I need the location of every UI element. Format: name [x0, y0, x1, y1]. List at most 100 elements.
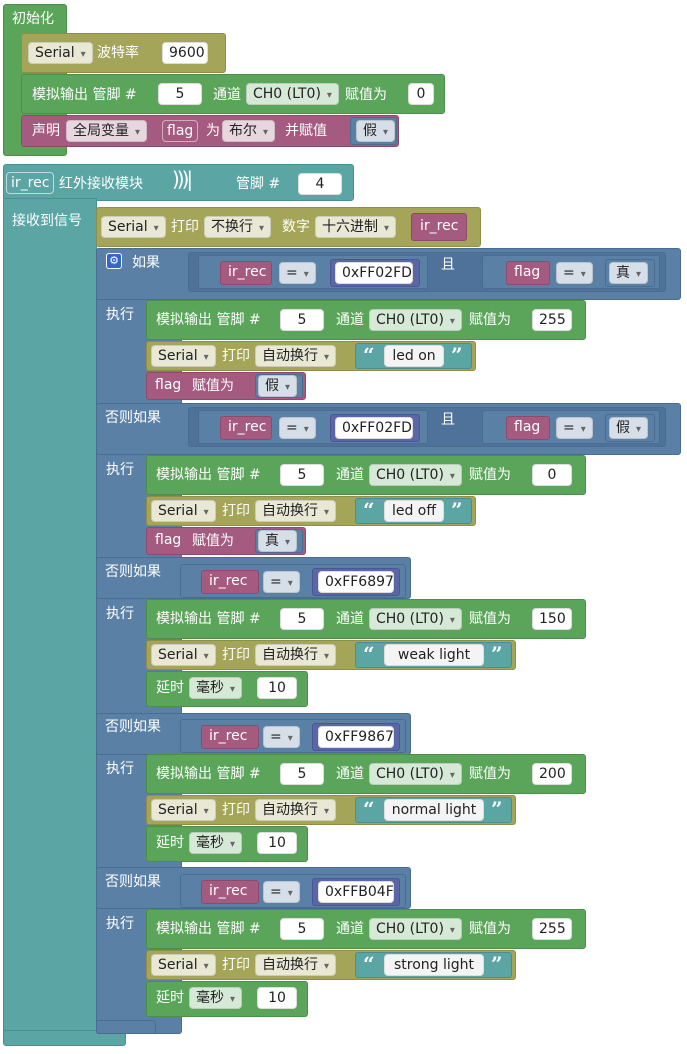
bool-dropdown[interactable]: 假 [356, 120, 396, 142]
ir-var-block[interactable] [411, 213, 467, 241]
ir-var-field: ir_rec [420, 218, 459, 234]
newline-dropdown[interactable]: 不换行 [204, 216, 272, 238]
ir-var-block[interactable] [201, 570, 259, 594]
pin-input[interactable]: 5 [280, 309, 324, 331]
newline-dropdown[interactable]: 自动换行 [255, 799, 337, 821]
eq-dropdown[interactable]: = [556, 417, 593, 439]
delay-unit-dropdown[interactable]: 毫秒 [189, 987, 243, 1009]
eq-dropdown[interactable]: = [263, 571, 300, 593]
assign-label: 赋值为 [469, 312, 511, 328]
eq-dropdown[interactable]: = [556, 262, 593, 284]
open-quote-icon: “ [363, 343, 375, 367]
text-input[interactable]: led on [384, 345, 444, 367]
recv-label: 接收到信号 [12, 213, 82, 229]
var-name-field[interactable]: flag [162, 120, 199, 142]
pin-input[interactable]: 5 [280, 464, 324, 486]
serial-dropdown[interactable]: Serial [28, 42, 93, 64]
analog-write-block[interactable] [146, 909, 586, 949]
serial-dropdown[interactable]: Serial [151, 954, 216, 976]
eq-dropdown[interactable]: = [263, 726, 300, 748]
ir-wave-icon: )))| [172, 167, 193, 191]
pin-input[interactable]: 5 [280, 918, 324, 940]
baud-input[interactable]: 9600 [162, 42, 208, 64]
newline-dropdown[interactable]: 自动换行 [255, 500, 337, 522]
channel-dropdown[interactable]: CH0 (LT0) [369, 309, 462, 331]
value-input[interactable]: 0 [532, 464, 572, 486]
text-input[interactable]: weak light [384, 644, 484, 666]
if-label: 如果 [132, 255, 160, 271]
channel-dropdown[interactable]: CH0 (LT0) [369, 464, 462, 486]
channel-dropdown[interactable]: CH0 (LT0) [369, 763, 462, 785]
analog-write-block[interactable] [146, 455, 586, 495]
delay-input[interactable]: 10 [257, 987, 297, 1009]
print-label: 打印 [222, 957, 250, 973]
text-input[interactable]: normal light [384, 799, 484, 821]
eq-dropdown[interactable]: = [279, 262, 316, 284]
analog-write-setup-block[interactable] [21, 74, 445, 114]
bool-dropdown[interactable]: 真 [609, 262, 649, 284]
channel-dropdown[interactable]: CH0 (LT0) [369, 918, 462, 940]
newline-dropdown[interactable]: 自动换行 [255, 954, 337, 976]
channel-dropdown[interactable]: CH0 (LT0) [246, 83, 339, 105]
ir-receive-block[interactable] [3, 164, 354, 201]
value-input[interactable]: 255 [532, 918, 572, 940]
hex-input[interactable]: 0xFF9867 [318, 726, 394, 748]
flag-var-block[interactable] [506, 261, 550, 285]
and-label: 且 [441, 257, 455, 273]
eq-dropdown[interactable]: = [279, 417, 316, 439]
delay-input[interactable]: 10 [257, 832, 297, 854]
serial-dropdown[interactable]: Serial [151, 345, 216, 367]
value-input[interactable]: 150 [532, 608, 572, 630]
pin-input[interactable]: 5 [158, 83, 202, 105]
channel-label: 通道 [336, 921, 364, 937]
hex-input[interactable]: 0xFF02FD [335, 262, 413, 284]
flag-var-field[interactable]: flag [155, 532, 182, 548]
analog-write-label: 模拟输出 管脚 # [156, 312, 261, 328]
bool-dropdown[interactable]: 假 [258, 375, 298, 397]
ir-pin-input[interactable]: 4 [298, 173, 342, 195]
ir-receive-arm [3, 198, 97, 1040]
base-dropdown[interactable]: 十六进制 [315, 216, 397, 238]
analog-write-block[interactable] [146, 300, 586, 340]
delay-input[interactable]: 10 [257, 677, 297, 699]
flag-var-field[interactable]: flag [155, 377, 182, 393]
ir-var-block[interactable] [201, 725, 259, 749]
assign-label: 赋值为 [469, 611, 511, 627]
hex-input[interactable]: 0xFF02FD [335, 417, 413, 439]
value-input[interactable]: 255 [532, 309, 572, 331]
ir-var-field: ir_rec [228, 419, 267, 435]
analog-write-label: 模拟输出 管脚 # [156, 766, 261, 782]
analog-write-block[interactable] [146, 754, 586, 794]
ir-var-block[interactable] [220, 261, 272, 285]
serial-dropdown[interactable]: Serial [101, 216, 166, 238]
bool-dropdown[interactable]: 真 [258, 530, 298, 552]
value-input[interactable]: 0 [408, 83, 434, 105]
pin-input[interactable]: 5 [280, 763, 324, 785]
newline-dropdown[interactable]: 自动换行 [255, 345, 337, 367]
gear-icon[interactable]: ⚙ [106, 253, 122, 269]
scope-dropdown[interactable]: 全局变量 [66, 120, 148, 142]
flag-var-block[interactable] [506, 416, 550, 440]
hex-input[interactable]: 0xFFB04F [318, 881, 394, 903]
type-dropdown[interactable]: 布尔 [222, 120, 276, 142]
channel-dropdown[interactable]: CH0 (LT0) [369, 608, 462, 630]
ir-var-block[interactable] [201, 880, 259, 904]
delay-unit-dropdown[interactable]: 毫秒 [189, 677, 243, 699]
analog-write-block[interactable] [146, 599, 586, 639]
text-input[interactable]: strong light [384, 954, 484, 976]
value-input[interactable]: 200 [532, 763, 572, 785]
serial-dropdown[interactable]: Serial [151, 799, 216, 821]
pin-input[interactable]: 5 [280, 608, 324, 630]
eq-dropdown[interactable]: = [263, 881, 300, 903]
delay-unit-dropdown[interactable]: 毫秒 [189, 832, 243, 854]
bool-dropdown[interactable]: 假 [609, 417, 649, 439]
declare-label: 声明 [32, 123, 60, 139]
close-quote-icon: ” [491, 797, 503, 821]
ir-var-block[interactable] [220, 416, 272, 440]
serial-dropdown[interactable]: Serial [151, 500, 216, 522]
newline-dropdown[interactable]: 自动换行 [255, 644, 337, 666]
serial-dropdown[interactable]: Serial [151, 644, 216, 666]
text-input[interactable]: led off [384, 500, 444, 522]
ir-var-field[interactable]: ir_rec [6, 172, 55, 194]
hex-input[interactable]: 0xFF6897 [318, 571, 394, 593]
